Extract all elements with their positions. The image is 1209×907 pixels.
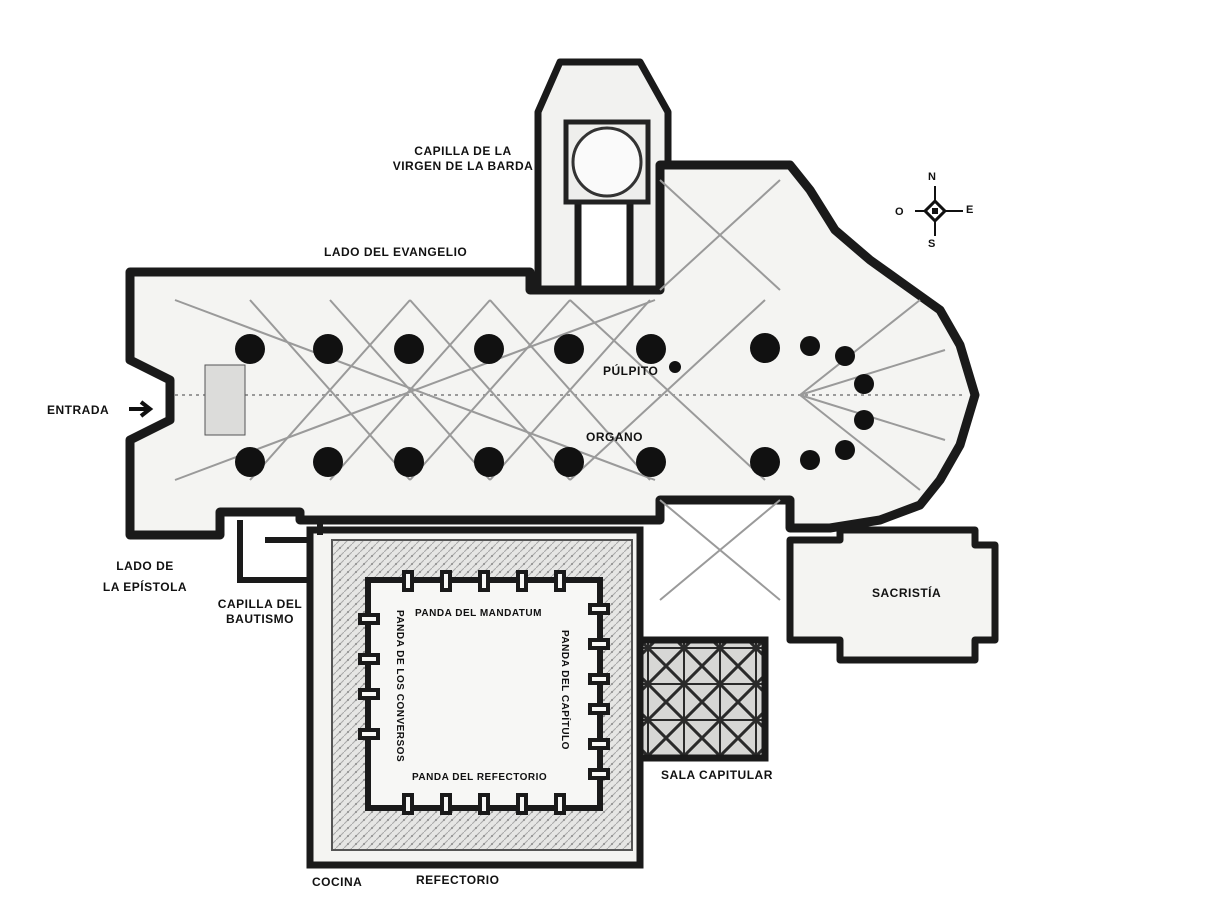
sacristia-label: SACRISTÍA [872, 586, 942, 600]
capilla-bautismo-line1: CAPILLA DEL [217, 597, 303, 611]
capilla-virgen-line1: CAPILLA DE LA [414, 144, 512, 158]
lado-epistola-label: LADO DE LA EPÍSTOLA [92, 559, 198, 595]
cocina-label: COCINA [312, 875, 363, 889]
panda-mandatum-label: PANDA DEL MANDATUM [415, 608, 542, 619]
panda-refectorio-label: PANDA DEL REFECTORIO [412, 772, 548, 783]
organo-label: ORGANO [586, 430, 643, 444]
dot-marker-icon [669, 361, 681, 373]
arrow-right-icon [129, 400, 154, 418]
pillars [235, 333, 874, 477]
capilla-virgen-label: CAPILLA DE LA VIRGEN DE LA BARDA [383, 144, 543, 174]
panda-conversos-label: PANDA DE LOS CONVERSOS [394, 610, 405, 763]
sacristia-structure [786, 526, 999, 664]
sala-capitular-structure [636, 636, 769, 762]
capilla-bautismo-line2: BAUTISMO [226, 612, 294, 626]
compass-west-label: O [895, 206, 905, 218]
cloister-structure [306, 526, 644, 869]
compass-rose-icon [915, 186, 963, 236]
capilla-virgen-line2: VIRGEN DE LA BARDA [392, 159, 534, 173]
lado-epistola-line1: LADO DE [116, 559, 174, 573]
lado-epistola-line2: LA EPÍSTOLA [102, 580, 188, 594]
capilla-bautismo-structure [237, 520, 323, 583]
pulpito-label: PÚLPITO [603, 364, 659, 378]
compass-north-label: N [928, 171, 937, 183]
church-outline [125, 160, 980, 540]
compass-east-label: E [966, 204, 974, 216]
entrance-steps [204, 364, 246, 436]
lado-evangelio-label: LADO DEL EVANGELIO [324, 245, 468, 259]
sala-capitular-label: SALA CAPITULAR [661, 768, 773, 782]
capilla-bautismo-label: CAPILLA DEL BAUTISMO [210, 597, 310, 627]
vault-ribs [174, 179, 965, 601]
capilla-virgen-structure [534, 58, 672, 294]
refectorio-label: REFECTORIO [416, 873, 500, 887]
compass-south-label: S [928, 238, 936, 250]
entrada-label: ENTRADA [47, 403, 110, 417]
panda-capitulo-label: PANDA DEL CAPÍTULO [559, 630, 570, 750]
